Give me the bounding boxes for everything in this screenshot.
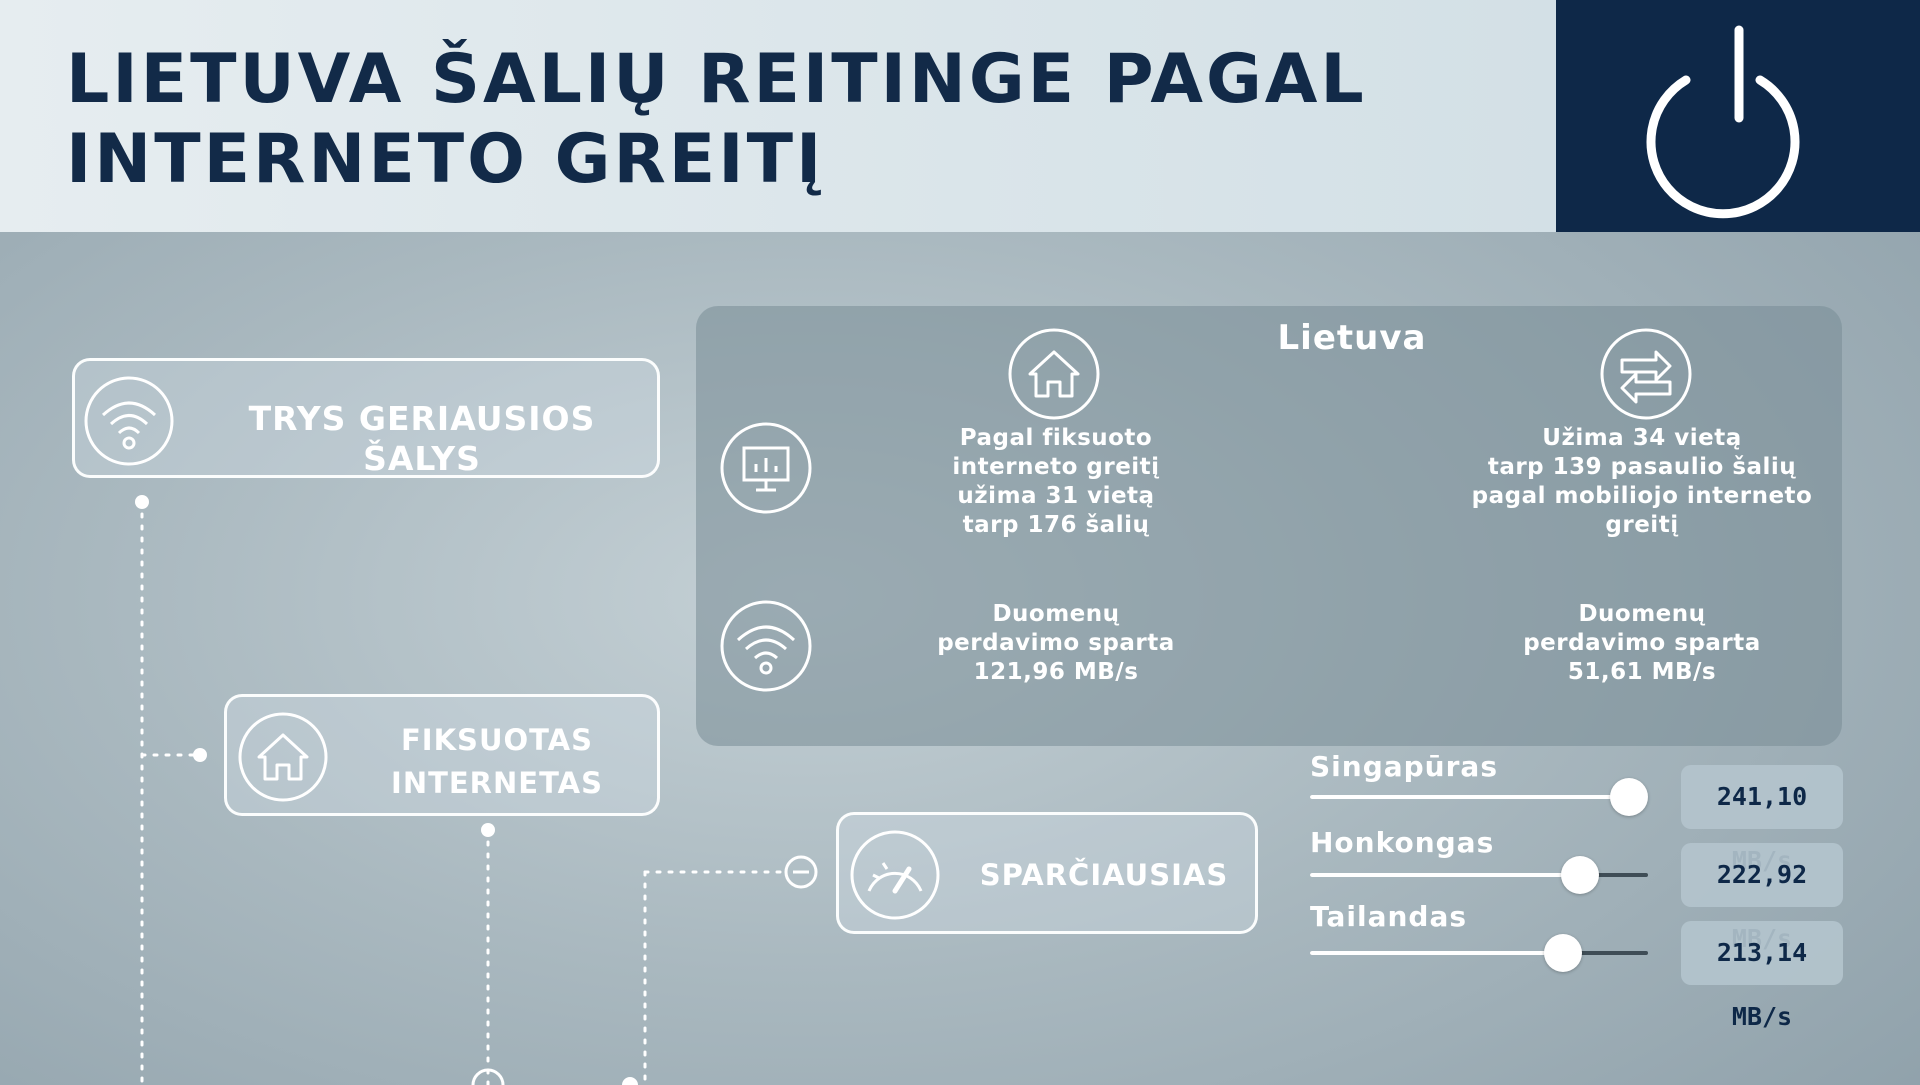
wifi-icon bbox=[84, 376, 174, 466]
mobile-speed-text: Duomenų perdavimo sparta 51,61 MB/s bbox=[1523, 601, 1761, 685]
speed-slider-fill bbox=[1310, 873, 1580, 877]
speed-slider-fill bbox=[1310, 795, 1629, 799]
speed-slider-knob[interactable] bbox=[1544, 934, 1582, 972]
fixed-internet-label-line-2: INTERNETAS bbox=[391, 766, 603, 800]
fastest-node[interactable]: SPARČIAUSIAS bbox=[836, 812, 1258, 934]
speed-slider-knob[interactable] bbox=[1560, 856, 1599, 894]
power-icon bbox=[1646, 25, 1800, 219]
country-name: Singapūras bbox=[1310, 750, 1498, 783]
top-countries-label: TRYS GERIAUSIOS ŠALYS bbox=[248, 399, 596, 478]
mobile-rank-text: Užima 34 vietą tarp 139 pasaulio šalių p… bbox=[1471, 425, 1813, 538]
header-banner: LIETUVA ŠALIŲ REITINGE PAGAL INTERNETO G… bbox=[0, 0, 1556, 232]
fastest-label: SPARČIAUSIAS bbox=[979, 858, 1229, 892]
lithuania-panel-title: Lietuva bbox=[1277, 318, 1427, 358]
speed-value: 222,92 MB/s bbox=[1681, 843, 1843, 953]
page-title: LIETUVA ŠALIŲ REITINGE PAGAL INTERNETO G… bbox=[66, 40, 1367, 200]
speed-slider-fill bbox=[1310, 951, 1563, 955]
power-button[interactable] bbox=[1556, 0, 1920, 232]
lithuania-panel bbox=[696, 306, 1842, 746]
title-line-2: INTERNETO GREITĮ bbox=[66, 120, 825, 199]
home-icon bbox=[238, 712, 328, 802]
fixed-rank-text: Pagal fiksuoto interneto greitį užima 31… bbox=[952, 425, 1160, 538]
fixed-internet-label-line-1: FIKSUOTAS bbox=[400, 723, 594, 757]
wifi-icon bbox=[720, 600, 812, 692]
country-name: Tailandas bbox=[1310, 900, 1468, 933]
speed-slider-knob[interactable] bbox=[1610, 778, 1648, 816]
fixed-speed-text: Duomenų perdavimo sparta 121,96 MB/s bbox=[937, 601, 1175, 685]
speed-slider-track bbox=[1310, 856, 1648, 894]
top-countries-node[interactable]: TRYS GERIAUSIOS ŠALYS bbox=[72, 358, 660, 478]
speed-slider-track bbox=[1310, 778, 1648, 816]
country-name: Honkongas bbox=[1310, 826, 1495, 859]
fixed-internet-label: FIKSUOTAS INTERNETAS bbox=[347, 719, 647, 805]
speedometer-icon bbox=[850, 830, 940, 920]
fixed-internet-node[interactable]: FIKSUOTAS INTERNETAS bbox=[224, 694, 660, 816]
transfer-arrows-icon bbox=[1600, 328, 1692, 420]
speed-value: 241,10 MB/s bbox=[1681, 765, 1843, 875]
title-line-1: LIETUVA ŠALIŲ REITINGE PAGAL bbox=[66, 40, 1367, 119]
monitor-chart-icon bbox=[720, 422, 812, 514]
speed-slider-track bbox=[1310, 934, 1648, 972]
home-icon bbox=[1008, 328, 1100, 420]
speed-value: 213,14 MB/s bbox=[1681, 921, 1843, 1031]
